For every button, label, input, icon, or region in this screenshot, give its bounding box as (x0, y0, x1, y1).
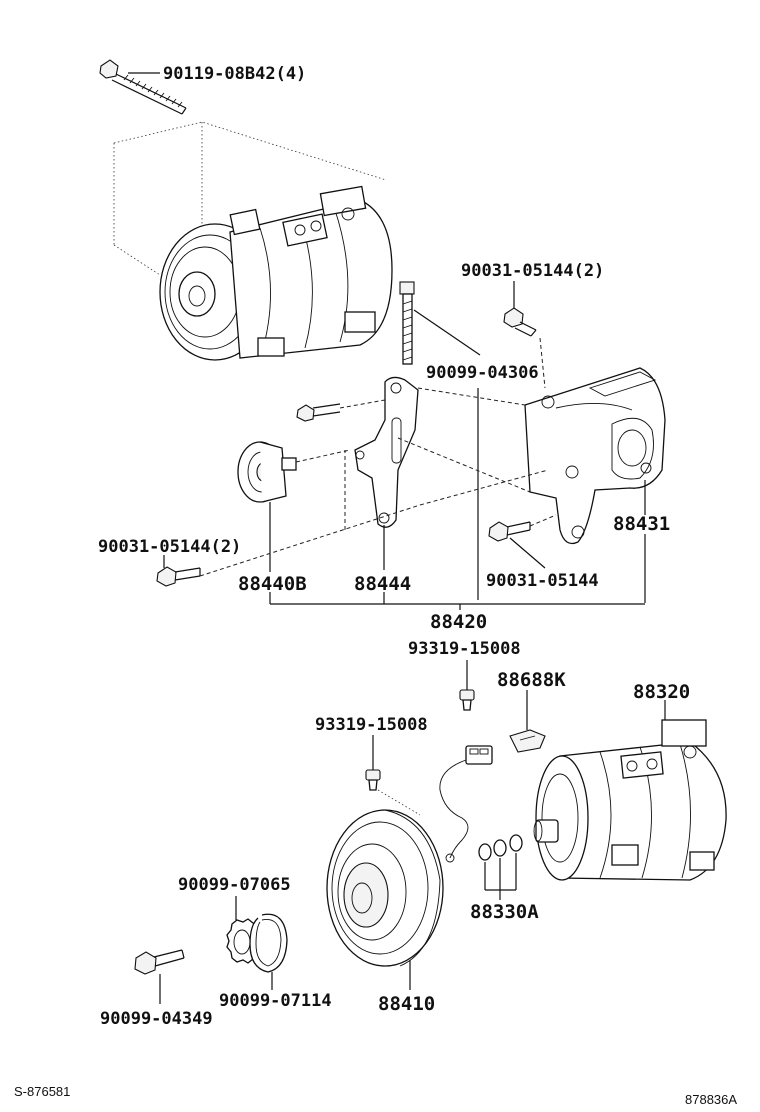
compressor-part (533, 719, 727, 881)
assembly-grouping-bracket (269, 592, 645, 610)
footer-left-code: S-876581 (14, 1084, 70, 1099)
stud-bolt-part (399, 281, 415, 365)
bracket-bolt-lower (488, 521, 531, 542)
label-bolt-lower: 90031-05144 (486, 571, 599, 591)
label-snap-ring: 90099-07114 (219, 991, 332, 1011)
connector-screw-part (365, 769, 381, 791)
leader-stud-a (413, 309, 481, 356)
label-idler: 88440B (238, 573, 307, 595)
guide-tensioner-bolt (339, 399, 386, 409)
clip-screw-part (459, 689, 475, 711)
label-tensioner-bracket: 88444 (354, 573, 411, 595)
bracket-bolt-upper-right (503, 307, 537, 337)
bracket-bolt-left (156, 566, 201, 587)
label-clutch: 88410 (378, 993, 435, 1015)
label-bracket: 88431 (613, 513, 670, 535)
guide-connector-screw (377, 789, 421, 816)
guide-lower-bolt (529, 514, 557, 527)
guide-box-top (113, 121, 387, 276)
label-bolt-left: 90031-05144(2) (98, 537, 241, 557)
leader-shims (484, 853, 517, 900)
label-screw-lower: 93319-15008 (315, 715, 428, 735)
clutch-assembly-part (326, 745, 493, 967)
label-bolt-bottom: 90099-04349 (100, 1009, 213, 1029)
tensioner-bracket-part (354, 376, 419, 528)
clip-part (509, 729, 546, 753)
idler-pulley-part (237, 441, 297, 503)
snap-ring-part (249, 913, 288, 973)
label-stud: 90099-04306 (426, 363, 539, 383)
label-clip: 88688K (497, 669, 566, 691)
shim-set-part (478, 834, 523, 861)
footer-right-code: 878836A (685, 1092, 737, 1107)
label-screw-upper: 93319-15008 (408, 639, 521, 659)
label-shims: 88330A (470, 901, 539, 923)
leader-bolt-lower (509, 537, 546, 569)
compressor-assembly-top (159, 185, 393, 361)
label-bolt-upper-right: 90031-05144(2) (461, 261, 604, 281)
label-washer: 90099-07065 (178, 875, 291, 895)
guide-upper-bolt (539, 337, 546, 389)
clutch-bolt-part (134, 949, 185, 975)
guide-lines-middle (199, 387, 549, 577)
compressor-bracket-part (524, 367, 666, 545)
label-compressor: 88320 (633, 681, 690, 703)
long-bolt-part (99, 59, 187, 115)
label-bolt-top: 90119-08B42(4) (163, 64, 306, 84)
tensioner-bolt-part (296, 403, 341, 422)
guide-idler (295, 449, 351, 463)
label-assembly: 88420 (430, 611, 487, 633)
